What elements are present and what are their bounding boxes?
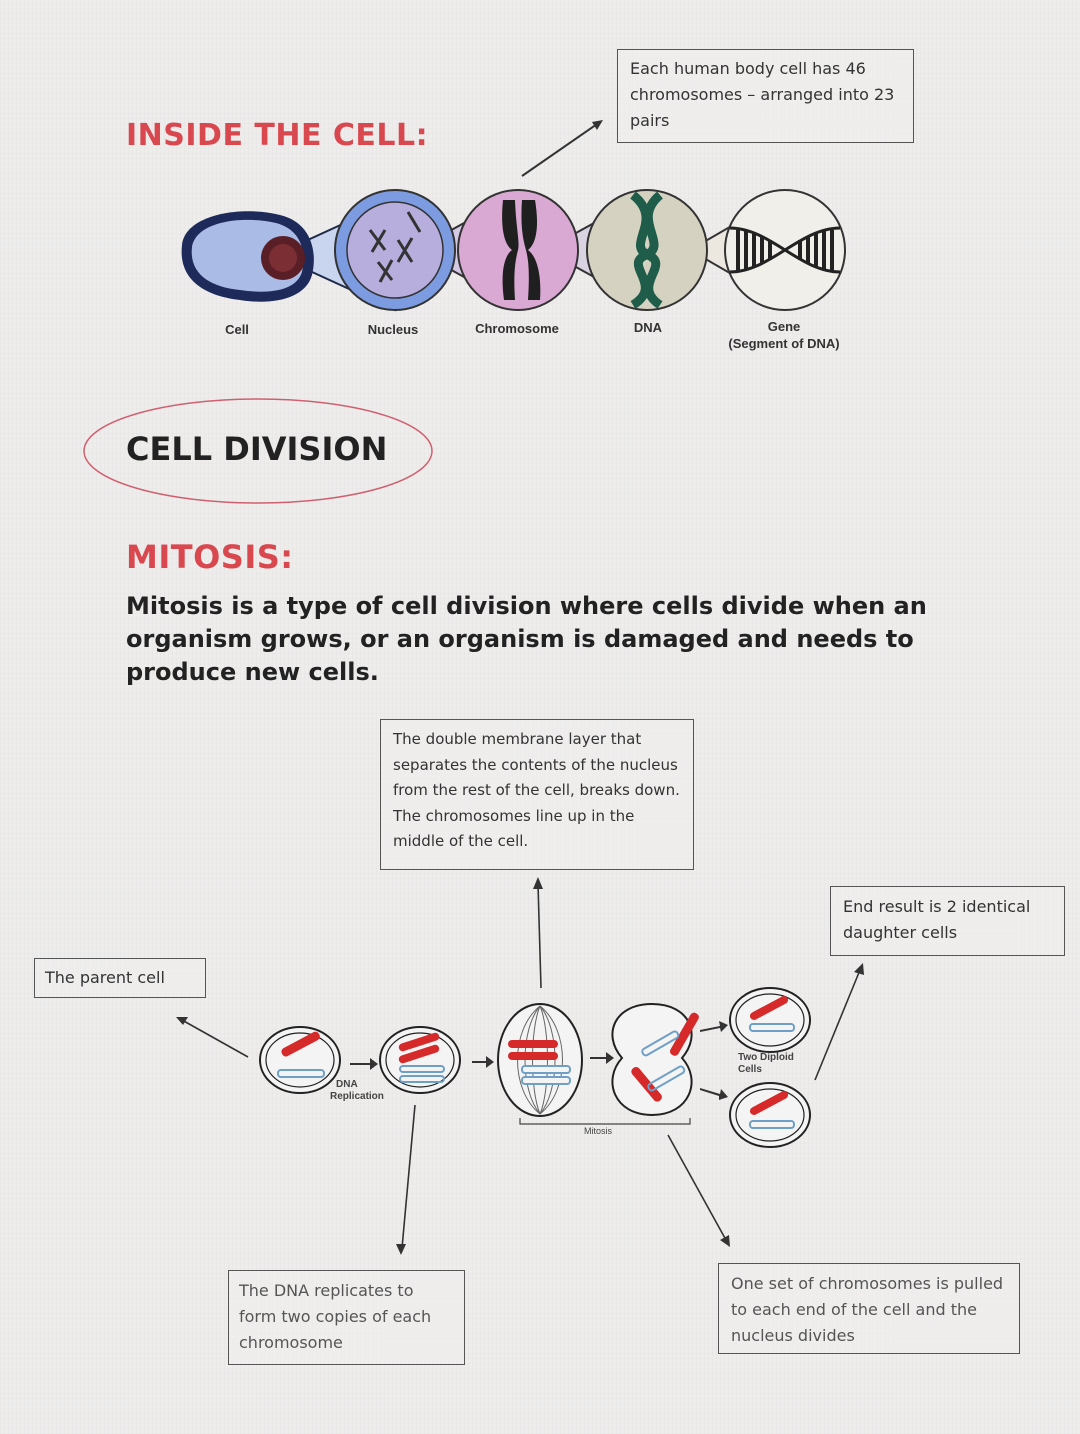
parent-cell-diagram	[259, 1026, 341, 1094]
dna-icon	[586, 189, 708, 311]
membrane-note: The double membrane layer that separates…	[380, 719, 694, 870]
dna-replication-label-line2: Replication	[330, 1091, 384, 1102]
cell-division-oval	[83, 398, 433, 504]
label-chromosome: Chromosome	[475, 321, 559, 336]
cell-division-title: CELL DIVISION	[126, 430, 388, 468]
two-diploid-label: Two Diploid Cells	[738, 1052, 794, 1076]
anaphase-cell-diagram	[611, 1002, 699, 1117]
label-nucleus: Nucleus	[367, 322, 419, 337]
cell-icon	[181, 211, 314, 302]
dna-replication-label-line1: DNA	[336, 1079, 358, 1090]
chromosome-count-note: Each human body cell has 46 chromosomes …	[617, 49, 914, 143]
inside-cell-title: INSIDE THE CELL:	[126, 118, 429, 153]
daughter-cell-bottom-diagram	[729, 1082, 811, 1148]
label-gene: Gene (Segment of DNA)	[718, 318, 850, 352]
gene-icon	[724, 189, 846, 311]
label-gene-line1: Gene	[767, 319, 801, 334]
one-set-note: One set of chromosomes is pulled to each…	[718, 1263, 1020, 1354]
replicated-cell-diagram	[379, 1026, 461, 1094]
label-cell: Cell	[225, 322, 249, 337]
label-gene-line2: (Segment of DNA)	[728, 336, 840, 351]
two-diploid-label-line2: Cells	[738, 1064, 762, 1075]
mitosis-title: MITOSIS:	[126, 538, 294, 576]
two-diploid-label-line1: Two Diploid	[738, 1052, 794, 1063]
daughter-cell-top-diagram	[729, 987, 811, 1053]
nucleus-icon	[334, 189, 456, 311]
dna-replicates-note: The DNA replicates to form two copies of…	[228, 1270, 465, 1365]
dna-replication-label: DNA Replication	[330, 1079, 384, 1103]
mitosis-intro: Mitosis is a type of cell division where…	[126, 592, 927, 686]
end-result-note: End result is 2 identical daughter cells	[830, 886, 1065, 956]
parent-cell-note: The parent cell	[34, 958, 206, 998]
chromosome-icon	[457, 189, 579, 311]
metaphase-cell-diagram	[497, 1003, 583, 1117]
mitosis-label: Mitosis	[584, 1126, 613, 1136]
label-dna: DNA	[633, 320, 663, 335]
